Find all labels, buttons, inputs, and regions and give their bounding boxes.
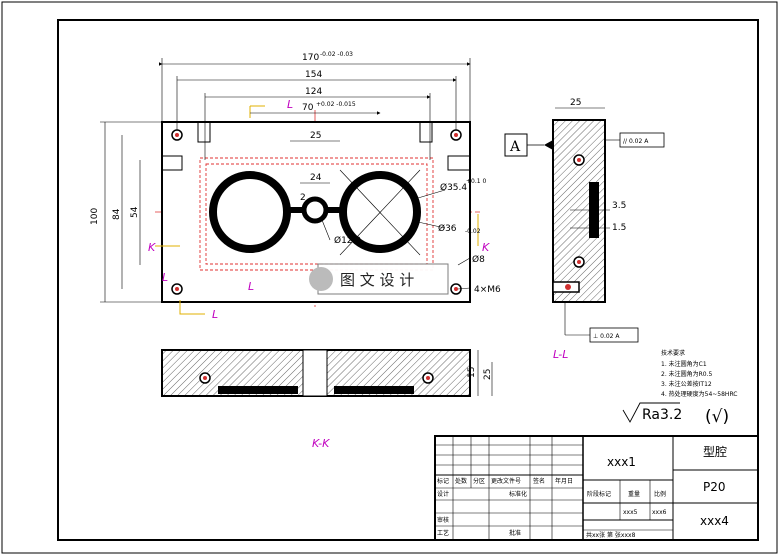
tb-biaozhunhua: 标准化 xyxy=(509,490,527,498)
inner-frame xyxy=(57,19,759,541)
datum-a-label: A xyxy=(509,139,521,155)
section-kk-view xyxy=(161,349,493,397)
tb-bili: 比例 xyxy=(654,490,666,498)
watermark-text: 图 文 设 计 xyxy=(340,271,414,289)
title-block xyxy=(434,435,759,541)
note-3: 3. 未注公差按IT12 xyxy=(661,380,712,388)
tb-material: P20 xyxy=(703,480,726,494)
dim-24: 24 xyxy=(310,173,322,183)
tb-drawing-no: xxx4 xyxy=(700,514,729,528)
tb-sheji: 设计 xyxy=(437,490,449,498)
tb-pizhun: 批准 xyxy=(509,529,521,537)
side-dim-25: 25 xyxy=(570,98,581,108)
parallel-tol: // 0.02 A xyxy=(623,138,649,145)
tb-biaoji: 标记 xyxy=(437,477,449,485)
tb-scale: xxx6 xyxy=(652,509,667,516)
tb-part: 型腔 xyxy=(703,444,727,459)
tb-jieduan: 阶段标记 xyxy=(587,490,611,498)
dim-170: 170 xyxy=(302,53,319,63)
dim-4xm6: 4×M6 xyxy=(474,285,501,295)
dim-25-top: 25 xyxy=(310,131,321,141)
dim-84: 84 xyxy=(112,208,122,220)
mark-l-3: L xyxy=(212,308,218,321)
dim-170-tol: -0.02 -0.03 xyxy=(320,51,353,58)
dim-phi36: Ø36 xyxy=(438,223,457,234)
perp-frame xyxy=(589,327,639,343)
label-kk: K-K xyxy=(312,437,330,450)
tb-weight: xxx5 xyxy=(623,509,638,516)
label-ll: L-L xyxy=(553,348,568,361)
dim-phi8: Ø8 xyxy=(472,254,485,265)
tb-sheets: 共xx张 第 张xxx8 xyxy=(586,531,636,539)
tb-chushu: 处数 xyxy=(455,477,467,485)
tb-nianyueri: 年月日 xyxy=(555,477,573,485)
sec-dim-15: 15 xyxy=(467,367,477,378)
dim-2: 2 xyxy=(300,193,306,203)
dim-154: 154 xyxy=(305,70,322,80)
mark-l-1: L xyxy=(162,271,168,284)
front-dimensions xyxy=(100,58,471,303)
dim-phi35: Ø35.4 xyxy=(440,182,467,193)
tb-fenqu: 分区 xyxy=(473,477,485,485)
notes-title: 技术要求 xyxy=(661,349,685,357)
technical-notes: 技术要求 1. 未注圆角为C1 2. 未注圆角为R0.5 3. 未注公差按IT1… xyxy=(661,349,738,398)
watermark: 图 文 设 计 xyxy=(309,263,449,295)
mark-k-left: K xyxy=(148,241,156,254)
parallel-frame xyxy=(619,132,665,148)
dim-phi35-tol: +0.1 0 xyxy=(466,178,486,185)
note-4: 4. 热处理硬度为54~58HRC xyxy=(661,390,738,398)
note-2: 2. 未注圆角为R0.5 xyxy=(661,370,713,378)
side-dim-1-5: 1.5 xyxy=(612,223,626,233)
mark-l-top: L xyxy=(287,98,293,111)
tb-gongyi: 工艺 xyxy=(437,529,449,537)
roughness-symbol xyxy=(622,402,680,423)
mark-l-2: L xyxy=(248,280,254,293)
dim-phi12: Ø12.9 xyxy=(334,235,361,246)
roughness-check: (√) xyxy=(705,407,729,427)
side-dim-3-5: 3.5 xyxy=(612,201,626,211)
dim-70: 70 xyxy=(302,103,314,113)
side-view xyxy=(544,107,620,336)
dim-54: 54 xyxy=(130,206,140,218)
dim-124: 124 xyxy=(305,87,322,97)
sec-dim-25: 25 xyxy=(483,369,493,380)
tb-name: xxx1 xyxy=(607,455,636,469)
dim-100: 100 xyxy=(90,208,100,225)
tb-shenhe: 审核 xyxy=(437,516,449,524)
mark-k-right: K xyxy=(482,241,490,254)
roughness-value: Ra3.2 xyxy=(642,407,682,423)
dim-phi36-tol: -0.02 xyxy=(465,228,481,235)
dim-70-tol: +0.02 -0.015 xyxy=(316,101,356,108)
tb-zhongliang: 重量 xyxy=(628,490,640,498)
tb-gengai: 更改文件号 xyxy=(491,477,521,485)
perp-tol: ⊥ 0.02 A xyxy=(593,333,620,340)
note-1: 1. 未注圆角为C1 xyxy=(661,360,707,368)
tb-qianming: 签名 xyxy=(533,477,545,485)
